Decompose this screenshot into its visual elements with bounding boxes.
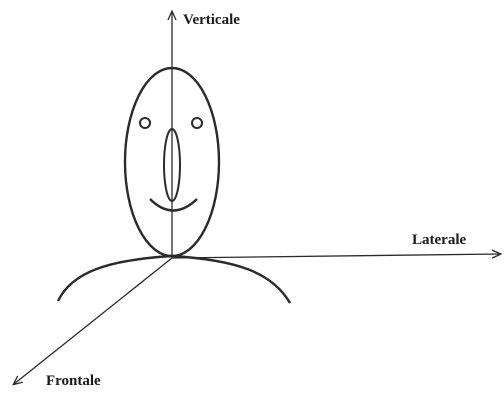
lateral-axis (172, 254, 500, 258)
right-eye-icon (192, 118, 202, 128)
frontal-axis-label: Frontale (46, 373, 101, 390)
shoulders-outline (58, 256, 290, 303)
vertical-axis-label: Verticale (183, 12, 240, 29)
frontal-axis (14, 258, 172, 384)
lateral-axis-label: Laterale (412, 232, 466, 249)
left-eye-icon (140, 118, 150, 128)
